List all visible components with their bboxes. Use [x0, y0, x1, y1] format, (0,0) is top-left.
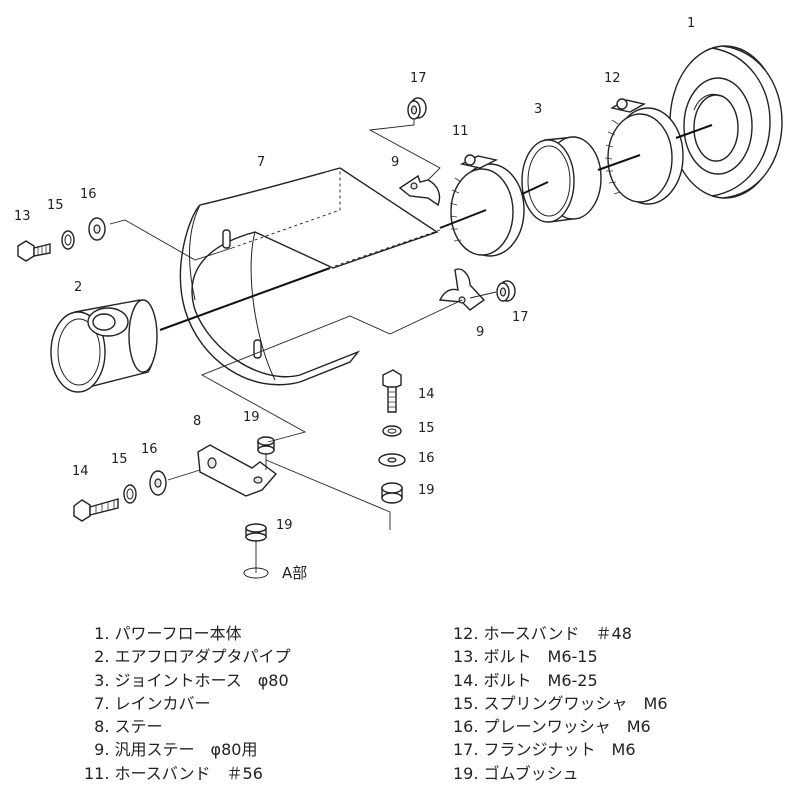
legend-item: 9. 汎用ステー φ80用 [84, 740, 258, 760]
part-17-flange-nut-lower [496, 280, 516, 302]
part-19-rubber-bush-below [245, 523, 267, 542]
legend-item: 17. フランジナット M6 [453, 740, 636, 760]
callout-numbers: 1 12 3 17 11 7 9 16 15 13 2 17 9 14 8 19… [14, 16, 695, 582]
exploded-parts-diagram: 1 12 3 17 11 7 9 16 15 13 2 17 9 14 8 19… [14, 16, 783, 582]
callout-12: 12 [604, 71, 621, 86]
parts-legend-left: 1. パワーフロー本体 2. エアフロアダプタパイプ 3. ジョイントホース φ… [84, 622, 291, 785]
legend-item: 14. ボルト M6-25 [453, 670, 598, 690]
legend-item: 2. エアフロアダプタパイプ [84, 647, 291, 667]
part-3-joint-hose [521, 136, 602, 223]
legend-item: 15. スプリングワッシャ M6 [453, 693, 668, 713]
legend-item: 13. ボルト M6-15 [453, 647, 598, 667]
callout-16-left: 16 [141, 442, 158, 457]
callout-16-right: 16 [418, 451, 435, 466]
callout-17-upper: 17 [410, 71, 427, 86]
callout-13: 13 [14, 209, 31, 224]
part-1-powerflow-body [669, 45, 783, 199]
detail-a-mark [243, 540, 269, 579]
part-2-airflow-adapter-pipe [50, 299, 158, 393]
part-14-bolt-vertical [382, 369, 402, 413]
callout-17-lower: 17 [512, 310, 529, 325]
callout-9-upper: 9 [391, 155, 399, 170]
callout-3: 3 [534, 102, 542, 117]
legend-item: 19. ゴムブッシュ [453, 763, 579, 783]
part-14-bolt-left [73, 498, 119, 522]
part-12-hose-band-48 [604, 98, 684, 205]
assembly-axis-lines [159, 124, 713, 331]
callout-14-right: 14 [418, 387, 435, 402]
callout-14-left: 14 [72, 464, 89, 479]
callout-19-right: 19 [418, 483, 435, 498]
callout-19-below: 19 [276, 518, 293, 533]
legend-item: 8. ステー [84, 717, 163, 737]
part-15-spring-washer-left [123, 484, 137, 504]
part-16-plain-washer-upper [88, 217, 106, 241]
detail-label: A部 [282, 564, 307, 582]
callout-2: 2 [74, 280, 82, 295]
part-15-spring-washer-vertical [382, 425, 402, 437]
part-19-rubber-bush-vertical [381, 482, 403, 504]
part-19-rubber-bush-bracket [257, 436, 275, 455]
part-15-spring-washer-upper [61, 230, 75, 250]
callout-9-lower: 9 [476, 325, 484, 340]
part-16-plain-washer-vertical [378, 453, 406, 467]
callout-1: 1 [687, 16, 695, 31]
callout-15-upper: 15 [47, 198, 64, 213]
callout-15-left: 15 [111, 452, 128, 467]
legend-item: 1. パワーフロー本体 [84, 624, 242, 643]
part-16-plain-washer-left [149, 470, 167, 496]
legend-item: 12. ホースバンド ＃48 [453, 624, 632, 643]
callout-8: 8 [193, 414, 201, 429]
leader-lines [109, 120, 497, 530]
legend-item: 11. ホースバンド ＃56 [84, 763, 263, 783]
callout-15-right: 15 [418, 421, 435, 436]
part-17-flange-nut-upper [407, 97, 427, 120]
legend-item: 7. レインカバー [84, 693, 211, 713]
part-9-universal-stay-upper [398, 174, 441, 207]
part-8-stay-bracket [197, 444, 278, 497]
parts-legend-right: 12. ホースバンド ＃48 13. ボルト M6-15 14. ボルト M6-… [453, 622, 668, 785]
callout-19-bracket: 19 [243, 410, 260, 425]
part-13-bolt [17, 240, 51, 262]
part-11-hose-band-56 [449, 154, 525, 257]
legend-item: 16. プレーンワッシャ M6 [453, 717, 651, 737]
callout-7: 7 [257, 155, 265, 170]
callout-16-upper: 16 [80, 187, 97, 202]
part-9-universal-stay-lower [438, 268, 486, 311]
callout-11: 11 [452, 124, 469, 139]
legend-item: 3. ジョイントホース φ80 [84, 670, 289, 690]
part-7-rain-cover [179, 167, 439, 386]
